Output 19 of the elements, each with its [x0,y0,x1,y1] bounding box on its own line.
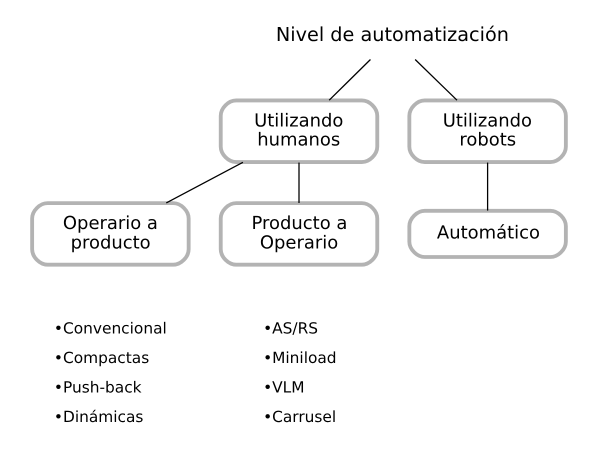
connector [328,59,370,101]
node-label: •Carrusel [262,408,336,426]
node-box: Utilizando humanos [218,98,379,164]
connector [298,162,300,203]
node-box: Automático [406,208,568,259]
connector [486,162,488,211]
node-label: •Dinámicas [53,408,143,426]
node-box: Utilizando robots [406,98,568,164]
node-label: •Push-back [53,378,142,396]
node-text: Nivel de automatización [275,22,508,46]
connector [414,59,457,101]
node-box: Operario a producto [30,201,190,267]
node-label: •Compactas [53,348,149,367]
connector [165,162,243,204]
node-label: •VLM [262,378,304,396]
node-label: •Miniload [262,348,336,367]
node-label: •AS/RS [262,319,318,338]
node-box: Producto a Operario [218,201,379,267]
node-label: •Convencional [53,319,166,338]
